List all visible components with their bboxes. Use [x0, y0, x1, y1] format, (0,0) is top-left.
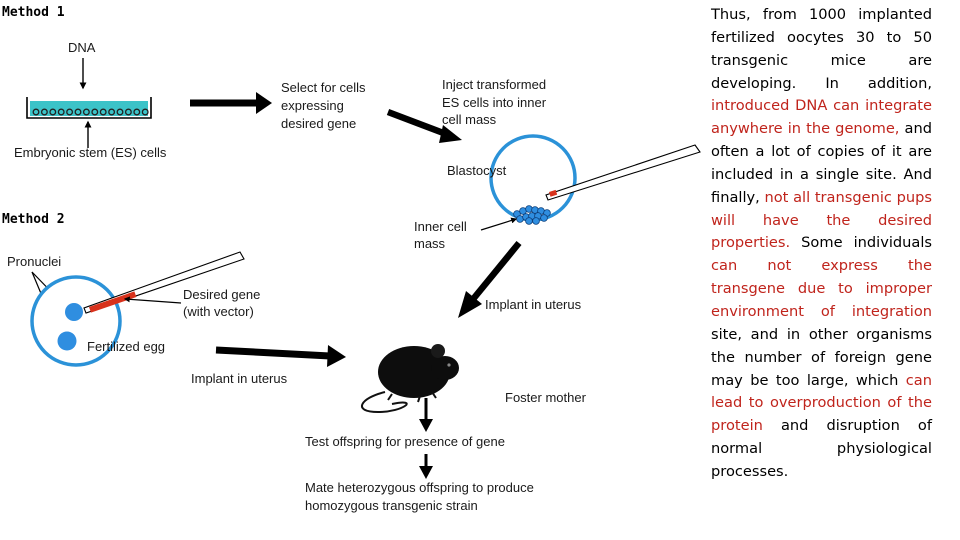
es-cells-label: Embryonic stem (ES) cells — [14, 145, 167, 160]
fertilized-egg-label: Fertilized egg — [87, 339, 165, 354]
es-cell-dish — [27, 97, 151, 118]
blastocyst-label: Blastocyst — [447, 163, 507, 178]
mouse-ear — [431, 344, 445, 358]
arrow-blastocyst-to-uterus — [474, 243, 519, 298]
arrow-test-to-mate-head — [419, 466, 433, 479]
implant-uterus-label-1: Implant in uterus — [485, 297, 582, 312]
pronucleus-1 — [65, 303, 83, 321]
icm-cell — [533, 218, 540, 225]
mouse-eye — [447, 363, 450, 366]
desired-gene-label: Desired gene (with vector) — [183, 287, 264, 319]
icm-pointer — [481, 219, 516, 230]
dna-label: DNA — [68, 40, 96, 55]
text-segment: Thus, from 1000 implanted fertilized ooc… — [711, 6, 932, 92]
arrow-to-blastocyst — [388, 112, 446, 134]
gene-pointer — [125, 299, 181, 303]
method1-title: Method 1 — [2, 5, 65, 20]
text-segment: site, and in other organisms the number … — [711, 326, 932, 389]
test-offspring-label: Test offspring for presence of gene — [305, 434, 505, 449]
icm-cell — [526, 218, 533, 225]
transgenic-methods-diagram: Method 1 DNA Embryonic stem (ES) cells S… — [0, 0, 705, 540]
blastocyst — [491, 136, 575, 224]
text-segment: Some individuals — [790, 234, 932, 251]
arrow-mouse-to-test-head — [419, 419, 433, 432]
pronuclei-label: Pronuclei — [7, 254, 61, 269]
inner-cell-mass-label: Inner cell mass — [414, 219, 470, 251]
implant-uterus-label-2: Implant in uterus — [191, 371, 288, 386]
arrow-to-select-head — [256, 92, 272, 114]
icm-cell — [541, 215, 548, 222]
method2-title: Method 2 — [2, 212, 65, 227]
mate-label: Mate heterozygous offspring to produce h… — [305, 480, 537, 513]
foster-mother-mouse — [362, 344, 459, 412]
foster-mother-label: Foster mother — [505, 390, 587, 405]
text-segment: can not express the transgene due to imp… — [711, 257, 932, 320]
arrow-egg-to-uterus — [216, 350, 330, 356]
pronucleus-2 — [58, 332, 77, 351]
select-cells-label: Select for cells expressing desired gene — [281, 80, 369, 131]
arrow-egg-to-uterus-head — [327, 345, 346, 367]
inject-label: Inject transformed ES cells into inner c… — [442, 77, 550, 127]
transgenic-explanation-text: Thus, from 1000 implanted fertilized ooc… — [711, 4, 932, 484]
mouse-head — [431, 356, 459, 380]
arrow-to-blastocyst-head — [439, 125, 462, 143]
